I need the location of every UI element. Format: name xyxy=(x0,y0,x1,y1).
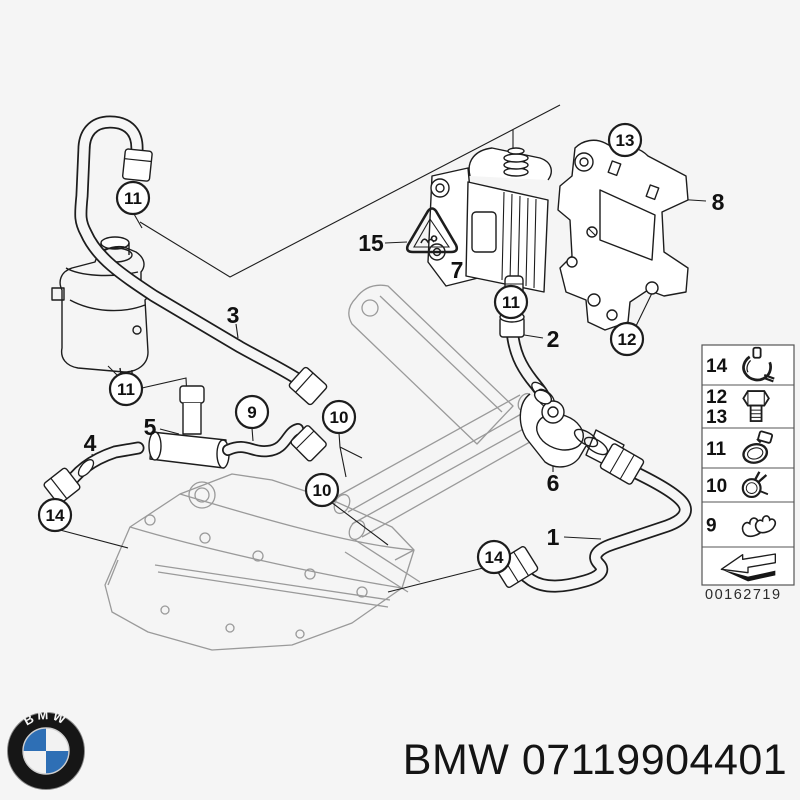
callout-12: 12 xyxy=(609,321,645,357)
svg-text:11: 11 xyxy=(124,189,142,208)
callout-4: 4 xyxy=(84,430,97,456)
hose-1 xyxy=(493,443,692,593)
callout-15: 15 xyxy=(358,230,384,256)
svg-text:14: 14 xyxy=(485,548,504,567)
t-piece-5 xyxy=(148,385,230,469)
svg-text:5: 5 xyxy=(144,414,157,440)
legend-label-9: 9 xyxy=(706,516,717,537)
legend-label-13: 13 xyxy=(706,407,727,428)
callout-11: 11 xyxy=(108,371,144,407)
callout-6: 6 xyxy=(547,470,560,496)
svg-text:10: 10 xyxy=(330,408,349,427)
callout-9: 9 xyxy=(234,394,270,430)
svg-text:10: 10 xyxy=(313,481,332,500)
warning-triangle-icon xyxy=(405,207,459,254)
svg-text:11: 11 xyxy=(117,380,135,399)
legend-label-11: 11 xyxy=(706,439,727,460)
mounting-bracket-8 xyxy=(557,139,689,331)
callout-14: 14 xyxy=(37,497,73,533)
svg-text:12: 12 xyxy=(618,330,637,349)
callout-1: 1 xyxy=(547,524,560,550)
legend-label-14: 14 xyxy=(706,356,728,377)
svg-text:9: 9 xyxy=(247,403,256,422)
hose-4 xyxy=(43,441,145,505)
svg-text:1: 1 xyxy=(547,524,560,550)
callout-10: 10 xyxy=(321,399,357,435)
legend-box xyxy=(701,344,795,586)
svg-text:8: 8 xyxy=(712,189,725,215)
hose-3 xyxy=(74,115,328,406)
hose-3-top-fitting xyxy=(121,148,153,182)
svg-text:13: 13 xyxy=(616,131,635,150)
legend-label-12: 12 xyxy=(706,387,727,408)
hose-9-section xyxy=(222,423,327,462)
valve-6 xyxy=(519,389,629,470)
callout-7: 7 xyxy=(451,257,464,283)
image-number: 00162719 xyxy=(705,587,782,603)
hose-3-end-fitting xyxy=(288,366,328,406)
svg-text:6: 6 xyxy=(547,470,560,496)
aux-water-pump-7 xyxy=(427,147,552,297)
callout-layer: 11 3 11 9 10 10 4 5 14 15 7 11 2 13 8 12 6 1 14 xyxy=(37,122,725,575)
callout-14: 14 xyxy=(476,539,512,575)
bmw-logo: BMW xyxy=(7,711,85,790)
svg-text:15: 15 xyxy=(358,230,384,256)
svg-text:3: 3 xyxy=(227,302,240,328)
callout-5: 5 xyxy=(144,414,157,440)
callout-2: 2 xyxy=(547,326,560,352)
svg-text:2: 2 xyxy=(547,326,560,352)
legend-label-10: 10 xyxy=(706,476,727,497)
engine-block xyxy=(104,473,415,651)
callout-11: 11 xyxy=(115,180,151,216)
svg-text:14: 14 xyxy=(46,506,65,525)
callout-10: 10 xyxy=(304,472,340,508)
part-number-caption: BMW 07119904401 xyxy=(402,736,788,784)
svg-text:4: 4 xyxy=(84,430,97,456)
svg-text:BMW: BMW xyxy=(21,711,71,728)
svg-text:7: 7 xyxy=(451,257,464,283)
callout-3: 3 xyxy=(227,302,240,328)
callout-13: 13 xyxy=(607,122,643,158)
bmw-roundel-quadrants xyxy=(22,727,70,775)
callout-8: 8 xyxy=(712,189,725,215)
svg-text:11: 11 xyxy=(502,293,520,312)
heater-core xyxy=(348,284,514,445)
callout-11: 11 xyxy=(493,284,529,320)
